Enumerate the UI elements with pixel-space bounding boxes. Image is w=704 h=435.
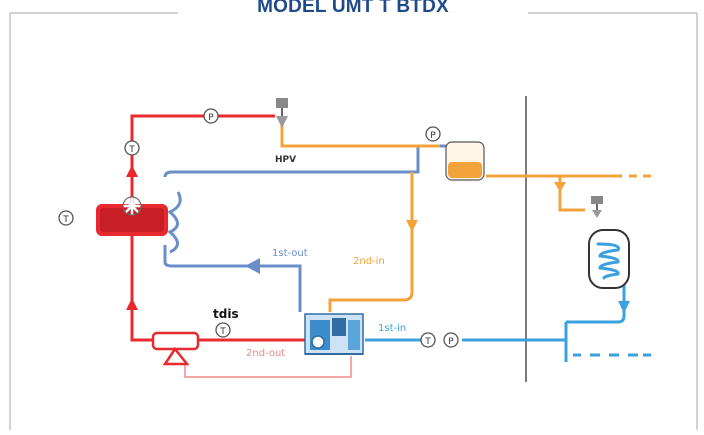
discharge-arrows <box>126 165 138 310</box>
label-tdis: tdis <box>213 307 239 321</box>
condenser <box>96 196 168 236</box>
liquid-arrows <box>406 182 566 232</box>
diagram-title: MODEL UMT T BTDX <box>188 0 518 18</box>
gauge-letter: T <box>128 145 135 155</box>
gauge-letter: P <box>430 131 436 141</box>
temperature-gauge-discharge <box>215 322 231 338</box>
gauge-letter: T <box>424 337 431 347</box>
gauge-letter: T <box>62 215 69 225</box>
label-first-in: 1st-in <box>378 323 406 334</box>
label-first-out: 1st-out <box>272 248 308 259</box>
pressure-gauge-receiver <box>425 126 441 142</box>
pressure-gauge-suction <box>443 332 459 348</box>
pressure-gauge-discharge <box>203 108 219 124</box>
suction-arrow <box>618 301 630 313</box>
suction-line <box>365 282 626 362</box>
expansion-valve-evaporator <box>591 196 603 218</box>
label-second-in: 2nd-in <box>353 256 385 267</box>
outer-frame <box>9 12 698 430</box>
compressor-unit <box>304 313 364 355</box>
gauge-letter: P <box>208 113 214 123</box>
temperature-gauge-condenser-out <box>124 140 140 156</box>
gauge-letter: T <box>219 327 226 337</box>
label-hpv: HPV <box>275 155 296 165</box>
expansion-valve-hpv <box>276 98 288 128</box>
return-line <box>163 144 448 312</box>
discharge-line <box>130 114 305 342</box>
temperature-gauge-suction <box>420 332 436 348</box>
receiver <box>445 141 485 181</box>
gauge-letter: P <box>448 337 454 347</box>
label-second-out: 2nd-out <box>246 348 285 359</box>
compressor <box>151 331 200 366</box>
return-arrow <box>245 258 260 274</box>
temperature-gauge-ambient <box>58 210 74 226</box>
evaporator <box>588 229 630 289</box>
bypass-line <box>184 356 352 378</box>
